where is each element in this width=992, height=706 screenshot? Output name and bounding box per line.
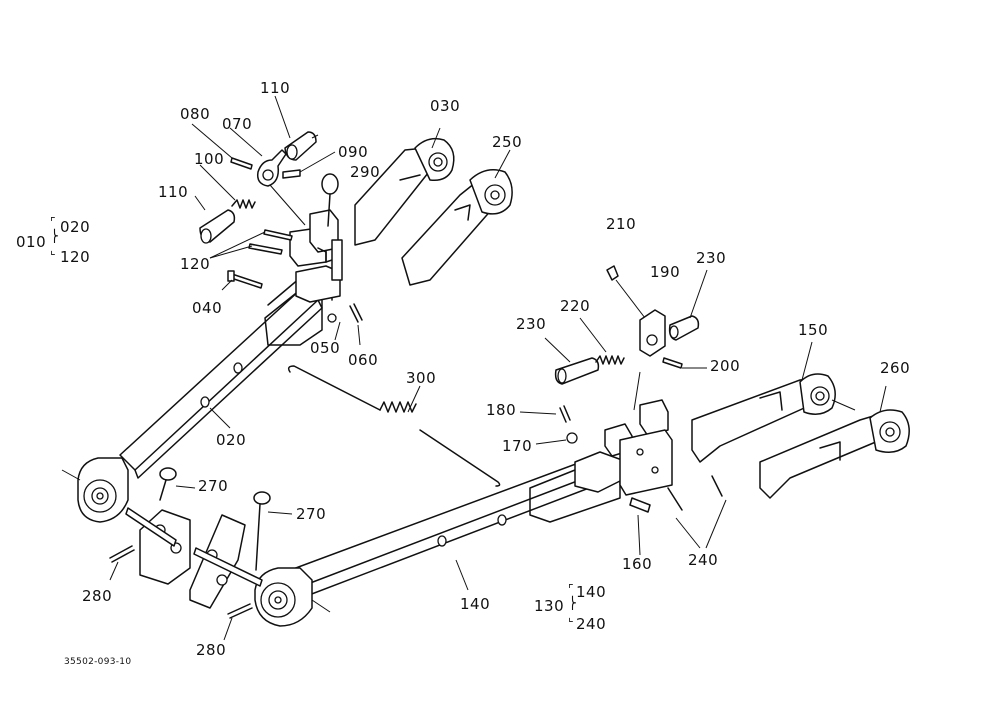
right-stabilizer-150 [691,341,856,463]
leader-030 [431,127,441,149]
label-200: 200 [710,357,741,375]
right-link-head-block [604,399,673,496]
figure-code: 35502-093-10 [64,657,132,667]
leader-250 [494,149,511,179]
leader-140 [455,559,469,591]
label-260: 260 [880,359,911,377]
label-080: 080 [180,105,211,123]
label-070: 070 [222,115,253,133]
label-290: 290 [350,163,381,181]
label-100: 100 [194,150,225,168]
brace-130: ⌜⎬⌞ [568,582,577,624]
label-140: 140 [460,595,491,613]
label-270-left: 270 [198,477,229,495]
label-240: 240 [688,551,719,569]
label-060: 060 [348,351,379,369]
label-130: 130 [534,597,565,615]
label-270-right: 270 [296,505,327,523]
label-110-lower: 110 [158,183,189,201]
right-lower-link-arm [284,451,623,601]
label-120: 120 [180,255,211,273]
left-lower-link-ball-end [61,457,129,523]
label-190: 190 [650,263,681,281]
left-stabilizer-030 [354,137,455,246]
label-020: 020 [216,431,247,449]
label-220: 220 [560,297,591,315]
label-090: 090 [338,143,369,161]
label-110-upper: 110 [260,79,291,97]
label-230-left: 230 [516,315,547,333]
label-180: 180 [486,401,517,419]
label-300: 300 [406,369,437,387]
label-020-group: 020 [60,218,91,236]
upper-left-small-parts [191,95,363,346]
label-250: 250 [492,133,523,151]
brace-010: ⌜⎬⌞ [50,215,59,257]
label-010: 010 [16,233,47,251]
label-280-right: 280 [196,641,227,659]
label-160: 160 [622,555,653,573]
left-bottom-bracket [109,467,196,585]
right-lower-link-ball-end [254,567,331,627]
label-170: 170 [502,437,533,455]
right-upper-small-parts [519,265,727,556]
label-050: 050 [310,339,341,357]
label-120-group: 120 [60,248,91,266]
label-240-group: 240 [576,615,607,633]
leader-020 [209,407,231,429]
label-150: 150 [798,321,829,339]
label-280-left: 280 [82,587,113,605]
check-chain-spring [287,365,501,487]
right-bottom-bracket [189,491,293,641]
left-link-head-block [289,209,343,303]
right-stabilizer-260 [759,385,910,499]
label-210: 210 [606,215,637,233]
label-030: 030 [430,97,461,115]
label-040: 040 [192,299,223,317]
label-230-right: 230 [696,249,727,267]
left-stabilizer-250 [401,169,513,286]
label-140-group: 140 [576,583,607,601]
